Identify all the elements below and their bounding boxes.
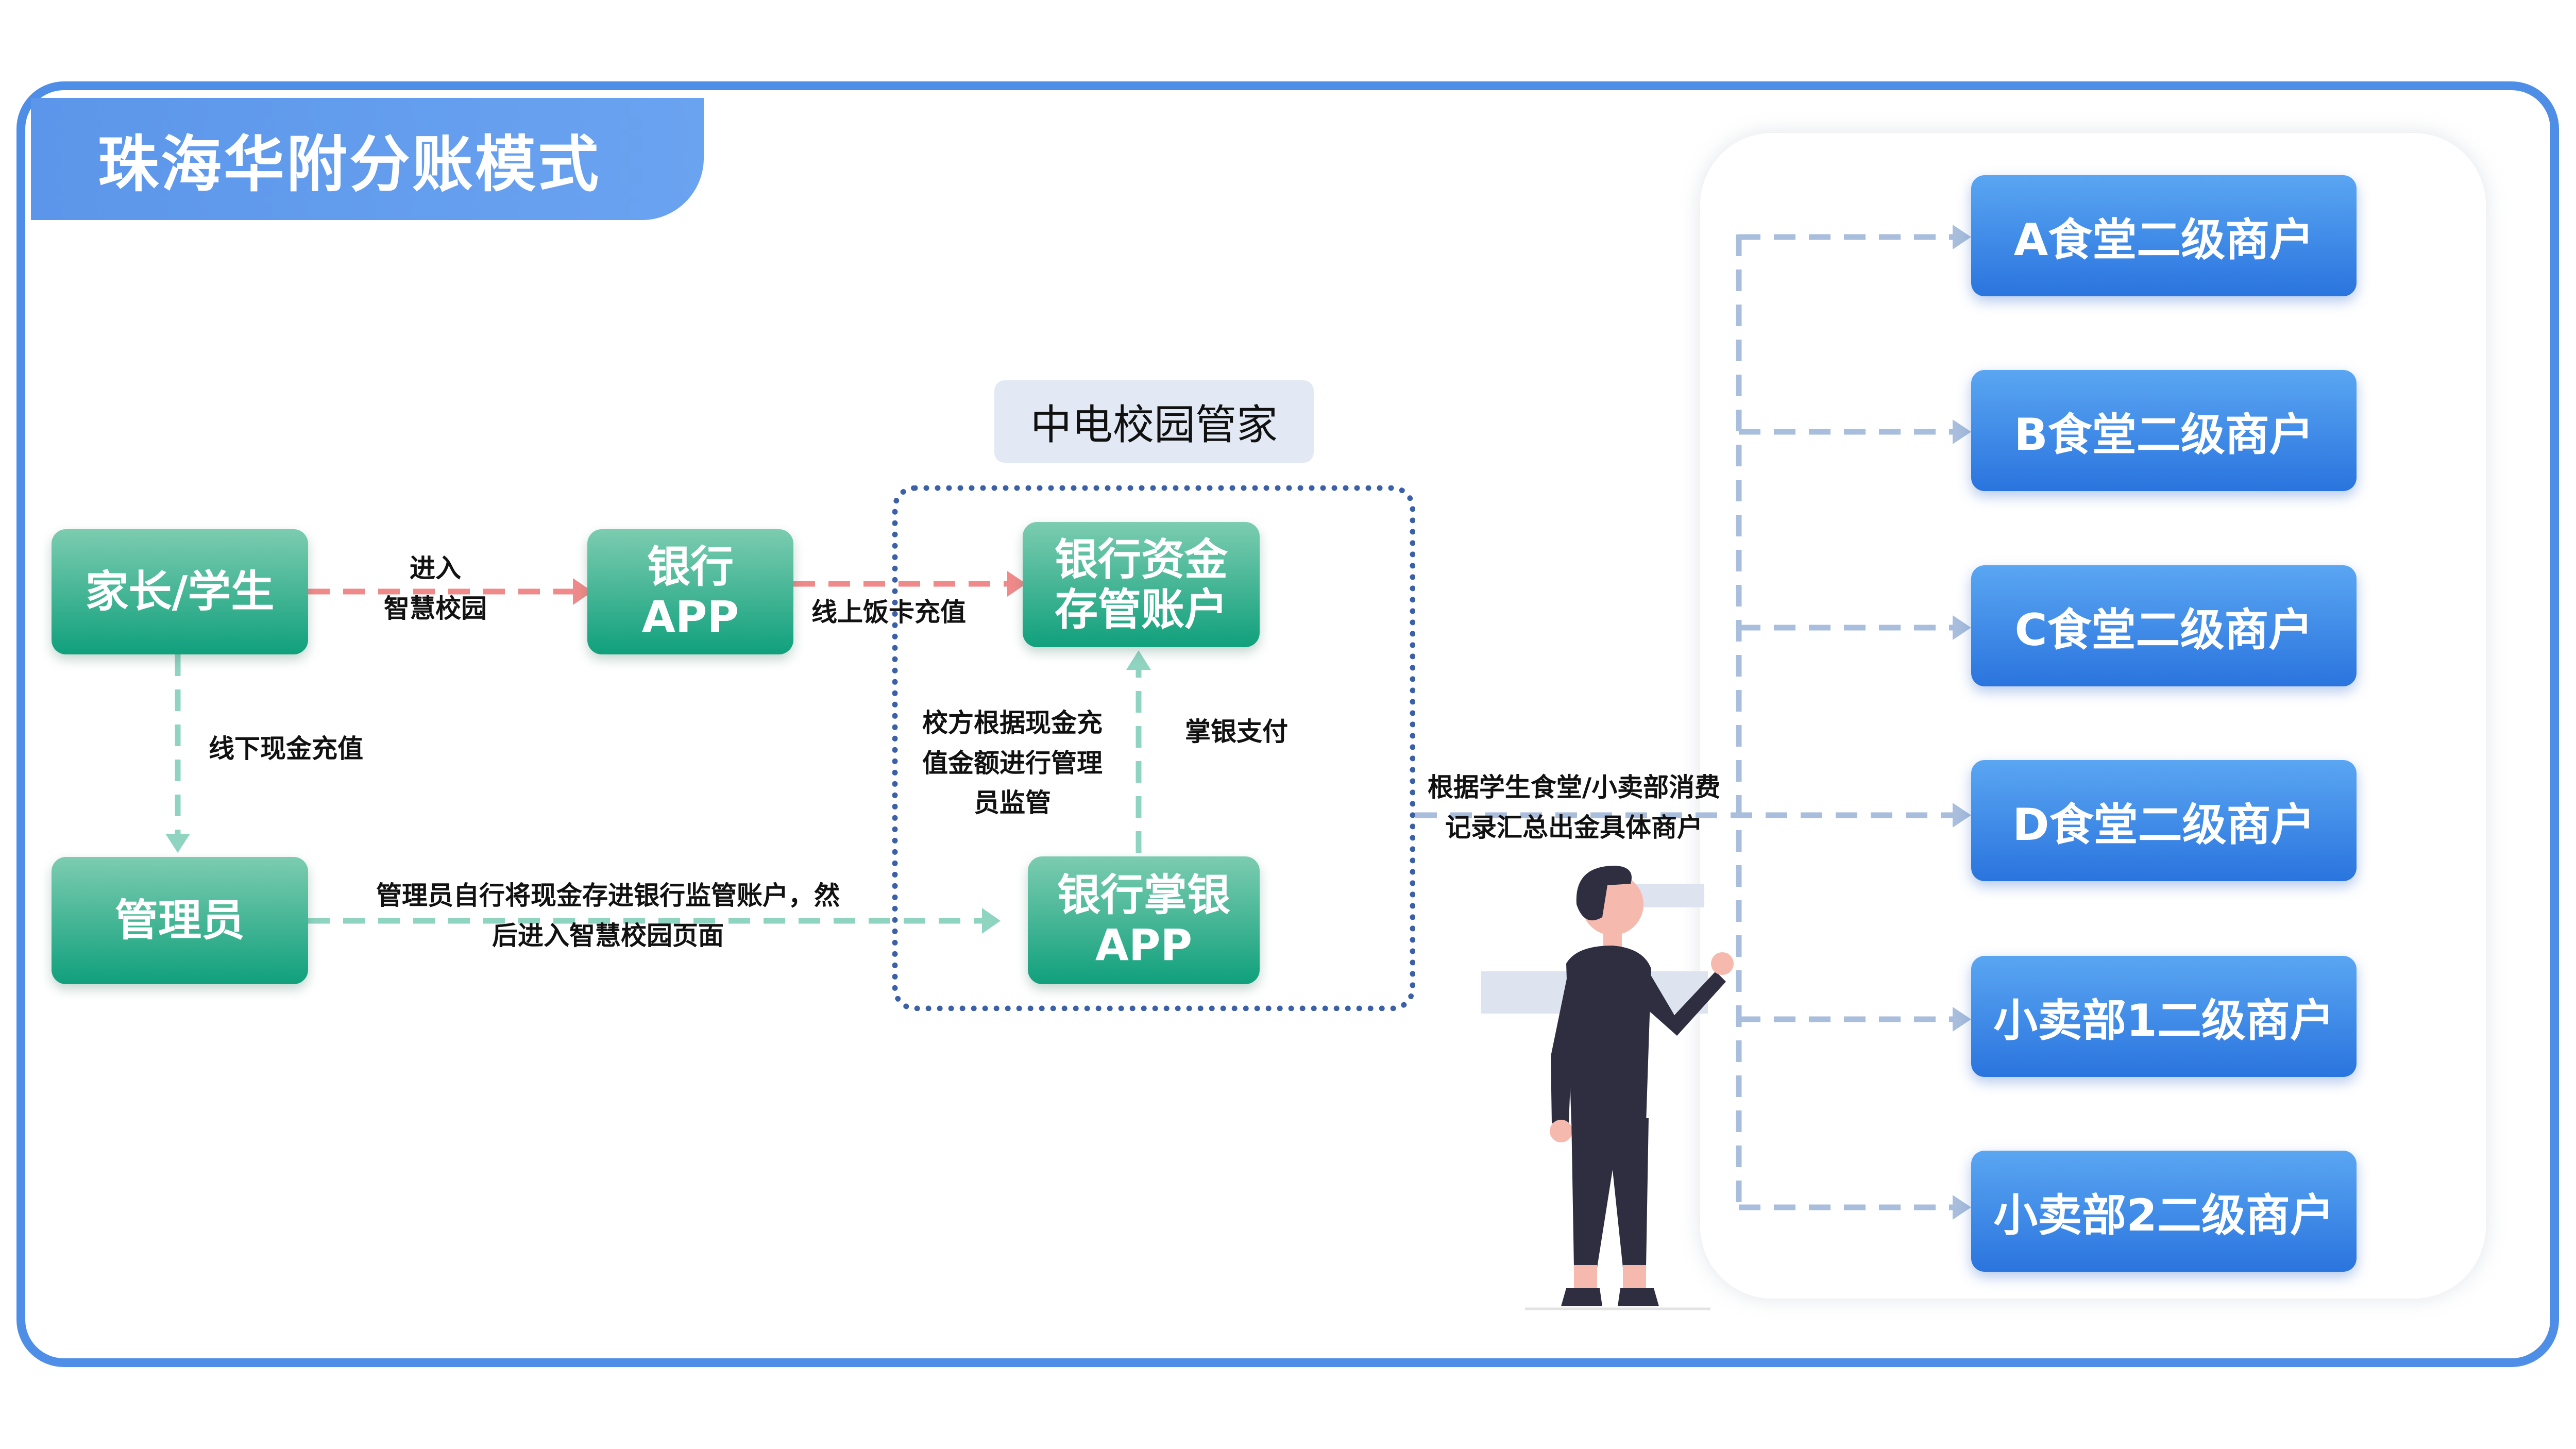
outer-frame bbox=[16, 81, 2559, 1367]
label-teller-pay: 掌银支付 bbox=[1185, 717, 1288, 747]
label-school-supervise: 校方根据现金充 值金额进行管理 员监管 bbox=[909, 703, 1115, 823]
bank-fund-line1: 银行资金 bbox=[1054, 534, 1228, 585]
merchant-node-store1: 小卖部1二级商户 bbox=[1971, 956, 2357, 1077]
bank-teller-app-node: 银行掌银 APP bbox=[1028, 856, 1260, 984]
label-enter-line1: 进入 bbox=[410, 553, 461, 583]
merchant-panel bbox=[1700, 133, 2486, 1299]
merchant-node-store2: 小卖部2二级商户 bbox=[1971, 1151, 2357, 1272]
merchant-branches bbox=[1739, 234, 1955, 1210]
bank-app-node: 银行 APP bbox=[587, 529, 793, 654]
label-admin-deposit-line2: 后进入智慧校园页面 bbox=[492, 920, 724, 951]
label-school-supervise-line3: 员监管 bbox=[974, 788, 1051, 818]
label-enter-line2: 智慧校园 bbox=[384, 593, 487, 624]
bank-teller-line1: 银行掌银 bbox=[1057, 870, 1230, 921]
bank-fund-account-node: 银行资金 存管账户 bbox=[1023, 522, 1260, 647]
bank-teller-line2: APP bbox=[1095, 920, 1193, 970]
bank-app-line1: 银行 bbox=[647, 541, 734, 592]
merchant-node-c: C食堂二级商户 bbox=[1971, 565, 2357, 686]
administrator-node: 管理员 bbox=[52, 857, 308, 984]
page-title: 珠海华附分账模式 bbox=[31, 98, 704, 220]
label-settlement: 根据学生食堂/小卖部消费 记录汇总出金具体商户 bbox=[1414, 768, 1734, 848]
label-settlement-line2: 记录汇总出金具体商户 bbox=[1445, 812, 1703, 843]
merchant-node-d: D食堂二级商户 bbox=[1971, 760, 2357, 881]
label-online-recharge: 线上饭卡充值 bbox=[811, 597, 966, 627]
bank-fund-line2: 存管账户 bbox=[1054, 584, 1228, 635]
merchant-node-a: A食堂二级商户 bbox=[1971, 175, 2357, 296]
label-offline-cash: 线下现金充值 bbox=[209, 734, 363, 764]
label-admin-deposit-line1: 管理员自行将现金存进银行监管账户，然 bbox=[376, 881, 840, 911]
parent-student-node: 家长/学生 bbox=[52, 529, 308, 654]
administrator-label: 管理员 bbox=[114, 895, 245, 946]
person-illustration bbox=[1481, 866, 1734, 1310]
label-admin-deposit: 管理员自行将现金存进银行监管账户，然 后进入智慧校园页面 bbox=[350, 876, 866, 956]
parent-student-label: 家长/学生 bbox=[85, 566, 275, 617]
label-enter: 进入 智慧校园 bbox=[371, 549, 500, 629]
bank-app-line2: APP bbox=[641, 591, 739, 642]
merchant-node-b: B食堂二级商户 bbox=[1971, 370, 2357, 491]
platform-title: 中电校园管家 bbox=[994, 380, 1314, 463]
label-school-supervise-line2: 值金额进行管理 bbox=[922, 748, 1103, 778]
label-settlement-line1: 根据学生食堂/小卖部消费 bbox=[1427, 772, 1721, 802]
platform-group bbox=[892, 485, 1415, 1011]
label-school-supervise-line1: 校方根据现金充 bbox=[922, 708, 1103, 738]
